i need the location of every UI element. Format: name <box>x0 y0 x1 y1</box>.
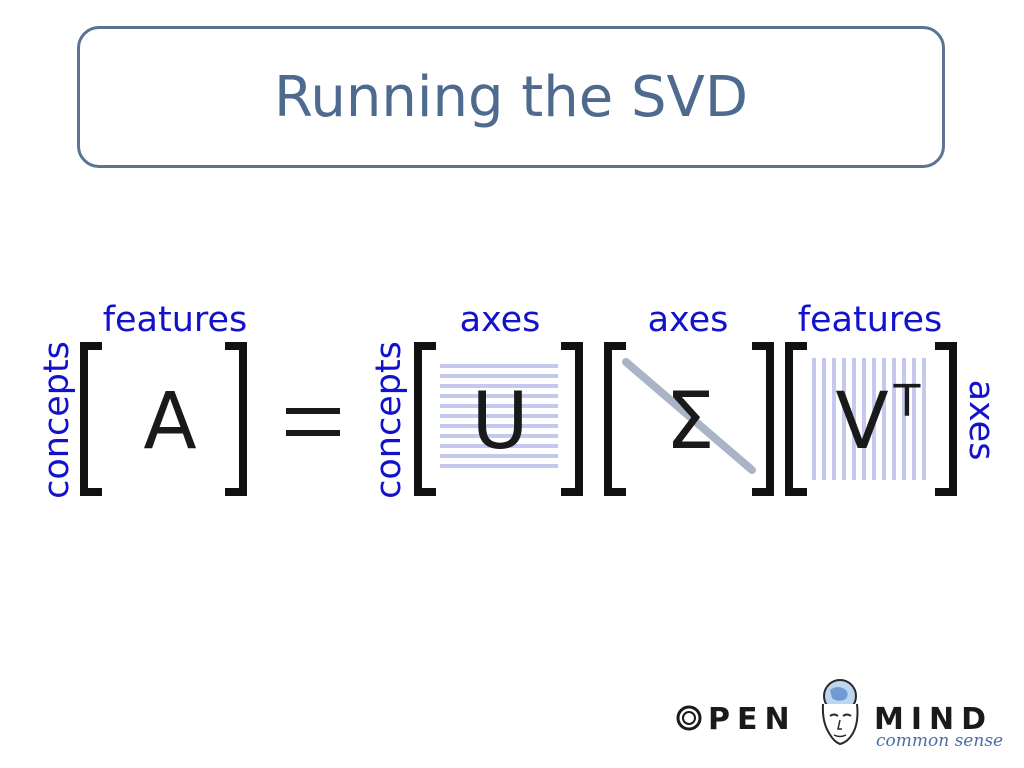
bracket-right-a <box>225 342 247 496</box>
equals-bar-top <box>286 408 340 414</box>
bracket-left-a <box>80 342 102 496</box>
bracket-right-vt <box>935 342 957 496</box>
matrix-vt-group: features axes V T <box>785 300 1001 496</box>
head-globe-icon <box>821 679 859 746</box>
label-axes-sigma: axes <box>648 300 729 340</box>
logo-o-outer-ring <box>676 705 702 731</box>
slide-title: Running the SVD <box>274 64 748 130</box>
symbol-sigma: Σ <box>665 377 714 467</box>
label-concepts-u: concepts <box>369 341 409 499</box>
bracket-left-sigma <box>604 342 626 496</box>
matrix-a-group: features concepts A <box>37 300 247 499</box>
matrix-sigma-group: axes Σ <box>604 300 774 496</box>
label-axes-vt: axes <box>961 380 1001 461</box>
logo-o-inner-ring <box>682 711 696 725</box>
label-features-a: features <box>103 300 248 340</box>
sigma-diagonal <box>622 358 756 474</box>
symbol-u: U <box>471 377 528 467</box>
label-concepts-a: concepts <box>37 341 77 499</box>
logo-word-mind: MIND <box>874 702 993 737</box>
u-horizontal-lines <box>440 364 558 468</box>
bracket-left-u <box>414 342 436 496</box>
label-features-vt: features <box>798 300 943 340</box>
matrix-u-group: axes concepts U <box>369 300 583 499</box>
vt-vertical-lines <box>812 358 926 480</box>
equals-bar-bottom <box>286 430 340 436</box>
symbol-v: V <box>835 377 888 467</box>
title-box: Running the SVD <box>77 26 945 168</box>
superscript-t: T <box>893 376 921 427</box>
bracket-right-u <box>561 342 583 496</box>
symbol-a: A <box>143 377 196 467</box>
logo-tagline: common sense <box>876 731 1003 751</box>
bracket-left-vt <box>785 342 807 496</box>
equals-sign <box>286 408 340 436</box>
bracket-right-sigma <box>752 342 774 496</box>
open-mind-logo: PEN MIND common sense <box>676 679 1003 751</box>
logo-word-pen: PEN <box>708 702 797 737</box>
label-axes-u: axes <box>460 300 541 340</box>
